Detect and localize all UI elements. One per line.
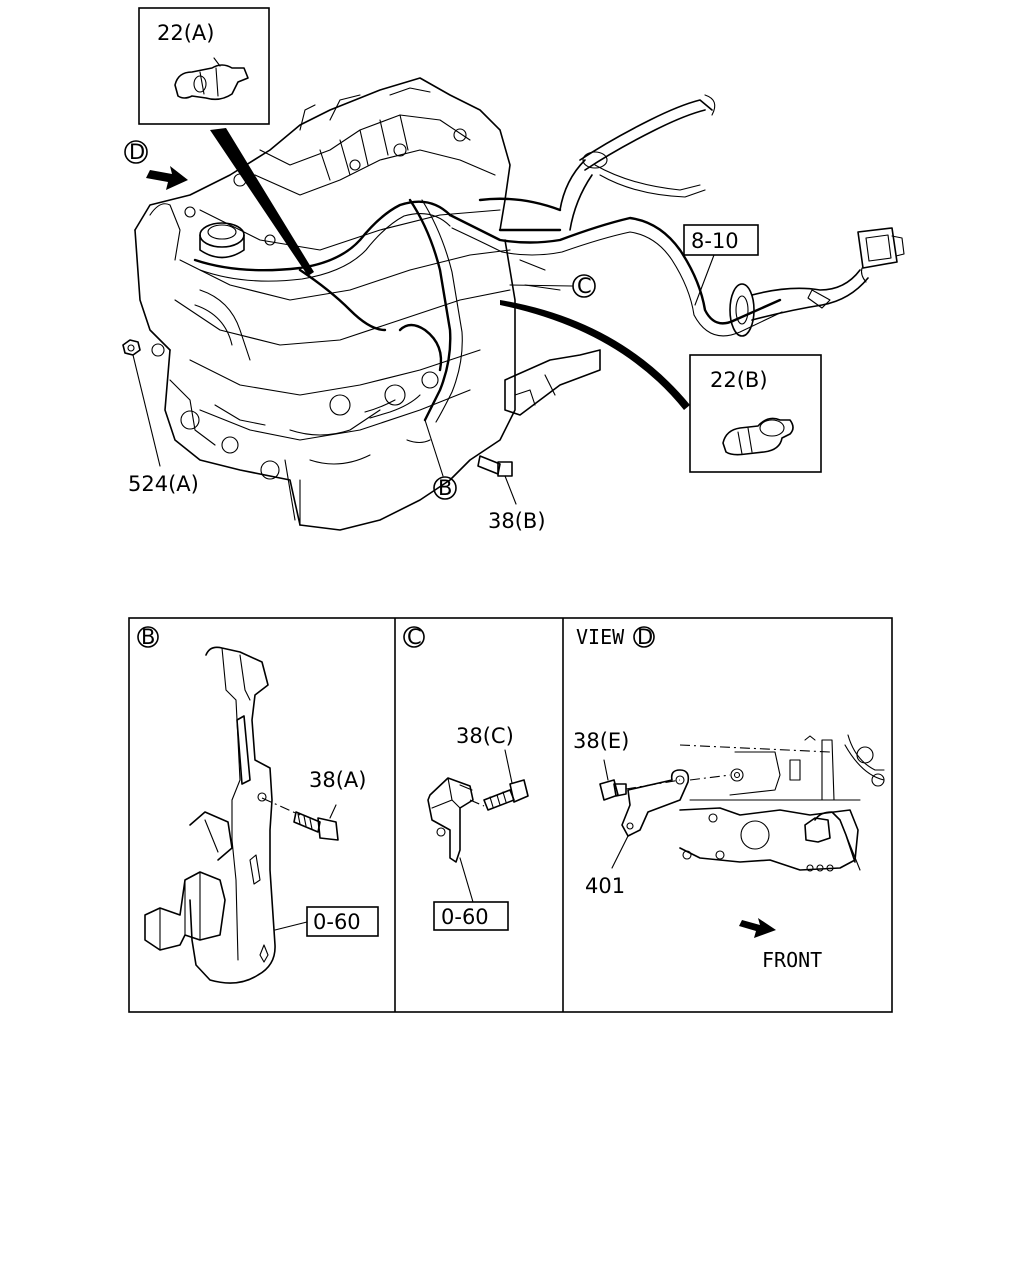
clip-b-label: 22(B)	[710, 368, 768, 392]
nut-524a-callout: 524(A)	[128, 354, 199, 496]
front-arrow-icon	[739, 918, 776, 938]
marker-c: C	[509, 274, 596, 298]
panel-c-ref-label: 0-60	[441, 905, 489, 929]
inset-b-pointer	[500, 300, 690, 410]
panel-b-ref-label: 0-60	[313, 910, 361, 934]
bolt-38b-label: 38(B)	[488, 509, 546, 533]
bolt-38e-label: 38(E)	[573, 729, 629, 753]
panel-b: B 38(A) 0-60	[137, 625, 379, 984]
inset-clip-b: 22(B)	[689, 354, 822, 473]
panel-c: C 38(C) 0-60	[403, 625, 529, 931]
clip-a-label: 22(A)	[157, 21, 214, 45]
marker-b: B	[424, 419, 457, 500]
bolt-38b-callout: 38(B)	[488, 475, 546, 533]
view-d-marker: D	[129, 140, 145, 164]
panel-d-view-label: VIEW	[576, 625, 625, 649]
inset-a-pointer	[210, 128, 314, 276]
view-d-marker-circle	[124, 140, 148, 164]
bolt-38c-label: 38(C)	[456, 724, 514, 748]
svg-text:C: C	[577, 274, 592, 298]
front-label: FRONT	[762, 948, 822, 972]
ref-8-10-label: 8-10	[691, 229, 739, 253]
svg-text:B: B	[438, 476, 452, 500]
ref-8-10: 8-10	[683, 224, 759, 306]
panel-b-marker: B	[141, 625, 155, 649]
inset-clip-a: 22(A)	[138, 7, 270, 125]
detail-panels	[128, 617, 893, 1013]
nut-524a-label: 524(A)	[128, 472, 199, 496]
panel-c-marker: C	[407, 625, 422, 649]
view-d-arrow: D	[124, 140, 188, 190]
panel-d: VIEW D 38(E)	[573, 625, 885, 972]
panel-d-marker: D	[637, 625, 653, 649]
bolt-38a-label: 38(A)	[309, 768, 366, 792]
part-401-label: 401	[585, 874, 625, 898]
